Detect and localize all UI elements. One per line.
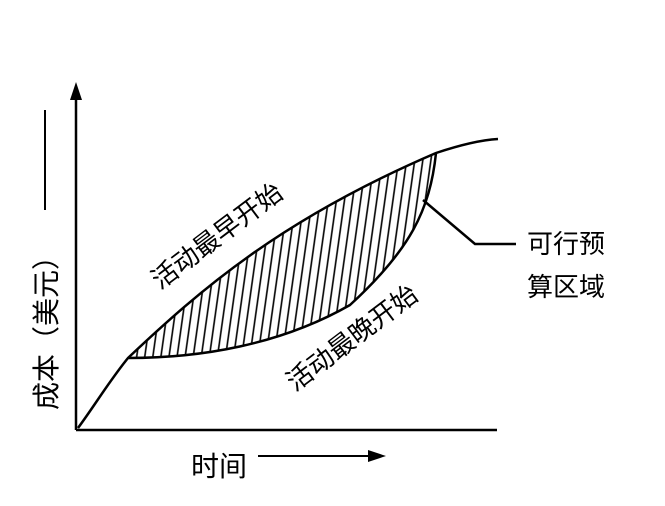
- x-axis-label: 时间: [191, 450, 247, 483]
- feasible-region-label-line1: 可行预: [527, 230, 605, 260]
- feasible-region-leader: [422, 199, 516, 246]
- late-start-curve: [127, 152, 438, 360]
- early-start-curve: [76, 137, 499, 429]
- y-axis-arrowhead: [70, 82, 82, 100]
- y-axis-label: 成本（美元）: [30, 242, 63, 410]
- x-label-arrowhead: [368, 450, 386, 462]
- feasible-region-label-line2: 算区域: [527, 273, 605, 303]
